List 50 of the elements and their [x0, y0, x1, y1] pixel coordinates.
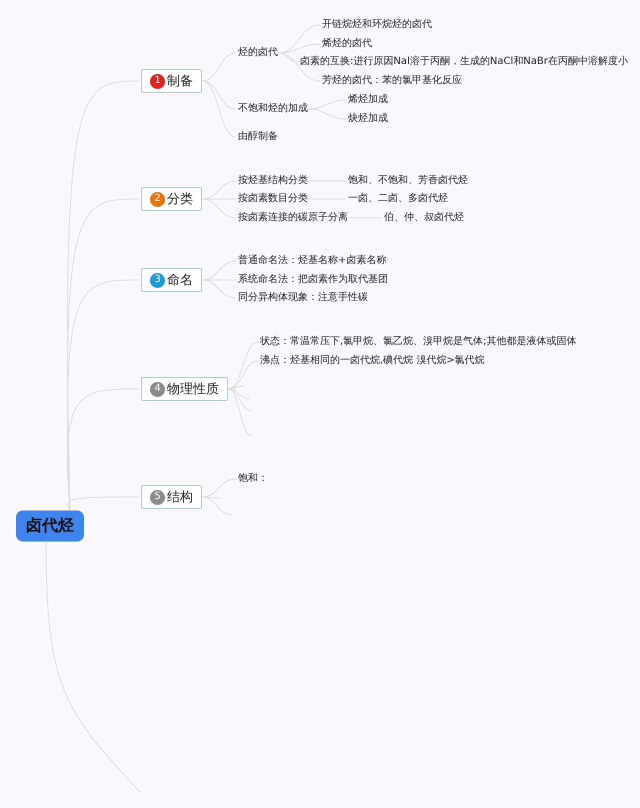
branch-line [202, 52, 236, 82]
subtopic-text: 一卤、二卤、多卤代烃 [348, 192, 448, 206]
subtopic-text: 芳烃的卤代：苯的氯甲基化反应 [322, 74, 462, 88]
subtopic-text: 饱和： [238, 472, 268, 486]
subtopic-text: 伯、仲、叔卤代烃 [384, 211, 464, 225]
subtopic-text: 卤素的互换:进行原因NaI溶于丙酮，生成的NaCl和NaBr在丙酮中溶解度小 [300, 55, 628, 69]
subtopic-text: 同分异构体现象：注意手性碳 [238, 291, 368, 305]
topic-box [141, 377, 228, 401]
number-badge: 5 [150, 490, 165, 504]
branch-line [66, 388, 140, 511]
subtopic-text: 普通命名法：烃基名称+卤素名称 [238, 254, 386, 268]
subtopic-text: 状态：常温常压下,氯甲烷、氯乙烷、溴甲烷是气体;其他都是液体或固体 [260, 335, 577, 349]
number-badge: 1 [150, 74, 165, 88]
subtopic-text: 系统命名法：把卤素作为取代基团 [238, 273, 388, 287]
branch-line [202, 280, 236, 298]
branch-line [278, 52, 298, 62]
topic-box [141, 268, 202, 292]
branch-line [308, 108, 346, 120]
number-badge: 4 [150, 382, 165, 396]
subtopic-text: 按卤素连接的碳原子分离 [238, 211, 348, 225]
subtopic-text: 烃的卤代 [238, 46, 278, 60]
topic-label: 结构 [167, 489, 193, 506]
subtopic-text: 不饱和烃的加成 [238, 102, 308, 116]
branch-line [228, 342, 258, 390]
branch-line [228, 388, 252, 436]
topic-box [141, 69, 202, 93]
topic-box [141, 485, 202, 509]
topic-box [141, 187, 202, 211]
subtopic-text: 饱和、不饱和、芳香卤代烃 [348, 174, 468, 188]
topic-label: 制备 [167, 73, 193, 90]
subtopic-text: 按卤素数目分类 [238, 192, 308, 206]
branch-line [66, 496, 140, 511]
subtopic-text: 烯烃加成 [348, 93, 388, 107]
subtopic-text: 烯烃的卤代 [322, 37, 372, 51]
topic-label: 物理性质 [167, 381, 219, 398]
number-badge: 2 [150, 192, 165, 206]
number-badge: 3 [150, 272, 165, 288]
branch-line [46, 541, 140, 792]
topic-label: 命名 [167, 272, 193, 289]
subtopic-text: 按烃基结构分类 [238, 174, 308, 188]
branch-line [202, 80, 236, 138]
subtopic-text: 由醇制备 [238, 130, 278, 144]
central-topic: 卤代烃 [16, 510, 84, 542]
branch-line [202, 496, 232, 516]
topic-label: 分类 [167, 191, 193, 208]
subtopic-text: 炔烃加成 [348, 112, 388, 126]
subtopic-text: 开链烷烃和环烷烃的卤代 [322, 18, 432, 32]
subtopic-text: 沸点：烃基相同的一卤代烷,碘代烷 溴代烷>氯代烷 [260, 354, 485, 368]
branch-line [202, 80, 236, 110]
branch-line [202, 198, 236, 218]
